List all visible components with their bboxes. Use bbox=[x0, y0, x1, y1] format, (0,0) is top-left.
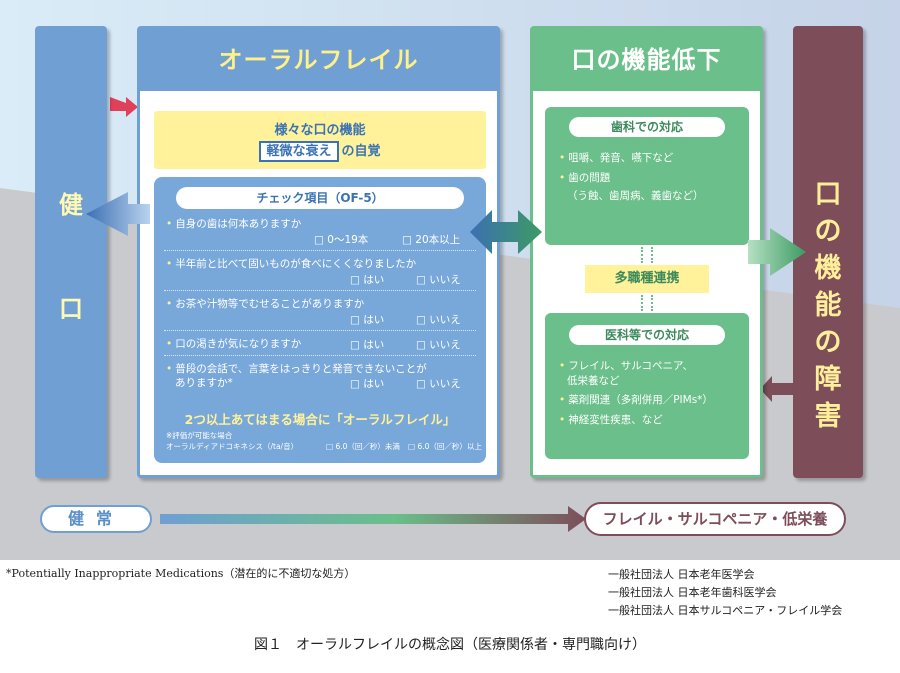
right-column-char: の bbox=[814, 216, 842, 247]
right-column-char: の bbox=[814, 327, 842, 358]
arrow-to-dysfunction-icon bbox=[748, 228, 806, 276]
organization: 一般社団法人 日本老年歯科医学会 bbox=[608, 586, 777, 599]
oral-frailty-criterion: 2つ以上あてはまる場合に「オーラルフレイル」 bbox=[184, 412, 456, 427]
answer-option[interactable]: □ はい bbox=[350, 274, 385, 286]
checklist-title: チェック項目（OF-5） bbox=[176, 187, 464, 209]
medical-item: •神経変性疾患、など bbox=[559, 414, 663, 426]
diadochokinesis-label: オーラルディアドコキネシス（/ta/音） bbox=[166, 442, 299, 451]
answer-option[interactable]: □ いいえ bbox=[416, 339, 461, 351]
left-column-char: 健 bbox=[59, 191, 83, 219]
checklist-box: チェック項目（OF-5） •自身の歯は何本ありますか □ 0～19本 □ 20本… bbox=[154, 177, 486, 463]
divider bbox=[164, 250, 476, 251]
concept-diagram: 健 口 口 の 機 能 の 障 害 オーラルフレイル 様々な口の機能 軽微な衰え… bbox=[0, 0, 900, 560]
healthy-mouth-column: 健 口 bbox=[35, 26, 107, 478]
frailty-sarcopenia-label: フレイル・サルコペニア・低栄養 bbox=[584, 502, 846, 536]
checklist-item: •口の渇きが気になりますか bbox=[166, 338, 302, 350]
medical-item: •フレイル、サルコペニア、 bbox=[559, 360, 693, 372]
awareness-tail: の自覚 bbox=[341, 144, 381, 159]
dental-item: •咀嚼、発音、嚥下など bbox=[559, 152, 674, 164]
right-column-char: 口 bbox=[814, 179, 842, 210]
question-text: 半年前と比べて固いものが食べにくくなりましたか bbox=[175, 258, 417, 270]
answer-option[interactable]: □ いいえ bbox=[416, 378, 461, 390]
right-column-char: 障 bbox=[814, 364, 842, 395]
function-decline-title: 口の機能低下 bbox=[533, 29, 760, 91]
double-arrow-icon bbox=[470, 210, 542, 254]
medical-item: •薬剤関連（多剤併用／PIMs*） bbox=[559, 394, 713, 406]
connector-dots bbox=[651, 247, 653, 263]
mild-decline-label: 軽微な衰え bbox=[259, 141, 339, 162]
dental-item: •歯の問題 bbox=[559, 172, 611, 184]
medical-care-box: 医科等での対応 •フレイル、サルコペニア、 低栄養など •薬剤関連（多剤併用／P… bbox=[545, 313, 749, 459]
organization: 一般社団法人 日本老年医学会 bbox=[608, 568, 755, 581]
organization: 一般社団法人 日本サルコペニア・フレイル学会 bbox=[608, 604, 843, 617]
divider bbox=[164, 290, 476, 291]
footnote: *Potentially Inappropriate Medications（潜… bbox=[6, 567, 356, 580]
divider bbox=[164, 330, 476, 331]
flow-arrows bbox=[86, 192, 806, 276]
answer-option[interactable]: □ 0～19本 bbox=[314, 234, 369, 246]
arrow-to-healthy-icon bbox=[86, 192, 150, 236]
checklist-item: •お茶や汁物等でむせることがありますか bbox=[166, 298, 365, 310]
question-text: お茶や汁物等でむせることがありますか bbox=[175, 298, 365, 310]
answer-option[interactable]: □ いいえ bbox=[416, 314, 461, 326]
dental-item: （う蝕、歯周病、義歯など） bbox=[567, 190, 704, 202]
answer-option[interactable]: □ はい bbox=[350, 314, 385, 326]
awareness-line2: 軽微な衰えの自覚 bbox=[154, 140, 486, 162]
connector-dots bbox=[641, 295, 643, 311]
question-text: 口の渇きが気になりますか bbox=[175, 338, 302, 350]
checklist-item: •自身の歯は何本ありますか bbox=[166, 218, 302, 230]
diadochokinesis-option[interactable]: □ 6.0（回／秒）未満 bbox=[326, 442, 400, 451]
right-column-char: 機 bbox=[814, 253, 842, 284]
left-column-char: 口 bbox=[59, 295, 83, 323]
medical-care-title: 医科等での対応 bbox=[569, 325, 725, 345]
assessment-note: ※評価が可能な場合 bbox=[166, 431, 233, 440]
connector-dots bbox=[641, 247, 643, 263]
awareness-box: 様々な口の機能 軽微な衰えの自覚 bbox=[154, 111, 486, 169]
question-text: 普段の会話で、言葉をはっきりと発音できないことが bbox=[175, 363, 427, 375]
diadochokinesis-option[interactable]: □ 6.0（回／秒）以上 bbox=[408, 442, 482, 451]
oral-frailty-panel: オーラルフレイル 様々な口の機能 軽微な衰えの自覚 チェック項目（OF-5） •… bbox=[137, 26, 500, 478]
awareness-line1: 様々な口の機能 bbox=[274, 123, 366, 138]
right-column-char: 害 bbox=[814, 401, 842, 432]
connector-dots bbox=[651, 295, 653, 311]
divider bbox=[164, 355, 476, 356]
answer-option[interactable]: □ はい bbox=[350, 378, 385, 390]
healthy-label: 健常 bbox=[40, 505, 152, 533]
checklist-item: •半年前と比べて固いものが食べにくくなりましたか bbox=[166, 258, 417, 270]
figure-caption: 図１ オーラルフレイルの概念図（医療関係者・専門職向け） bbox=[254, 637, 646, 653]
answer-option[interactable]: □ はい bbox=[350, 339, 385, 351]
question-text: 自身の歯は何本ありますか bbox=[175, 218, 302, 230]
answer-option[interactable]: □ いいえ bbox=[416, 274, 461, 286]
medical-item: 低栄養など bbox=[567, 375, 620, 387]
multidisciplinary-label: 多職種連携 bbox=[585, 265, 709, 293]
question-text-cont: ありますか* bbox=[175, 377, 233, 389]
oral-function-decline-panel: 口の機能低下 歯科での対応 •咀嚼、発音、嚥下など •歯の問題 （う蝕、歯周病、… bbox=[530, 26, 763, 478]
checklist-item: •普段の会話で、言葉をはっきりと発音できないことが ありますか* bbox=[166, 363, 427, 389]
oral-frailty-title: オーラルフレイル bbox=[140, 29, 497, 91]
dental-care-title: 歯科での対応 bbox=[569, 117, 725, 137]
dental-care-box: 歯科での対応 •咀嚼、発音、嚥下など •歯の問題 （う蝕、歯周病、義歯など） bbox=[545, 107, 749, 245]
organizations: 一般社団法人 日本老年医学会 一般社団法人 日本老年歯科医学会 一般社団法人 日… bbox=[608, 566, 842, 620]
right-column-char: 能 bbox=[814, 290, 842, 321]
answer-option[interactable]: □ 20本以上 bbox=[402, 234, 461, 246]
